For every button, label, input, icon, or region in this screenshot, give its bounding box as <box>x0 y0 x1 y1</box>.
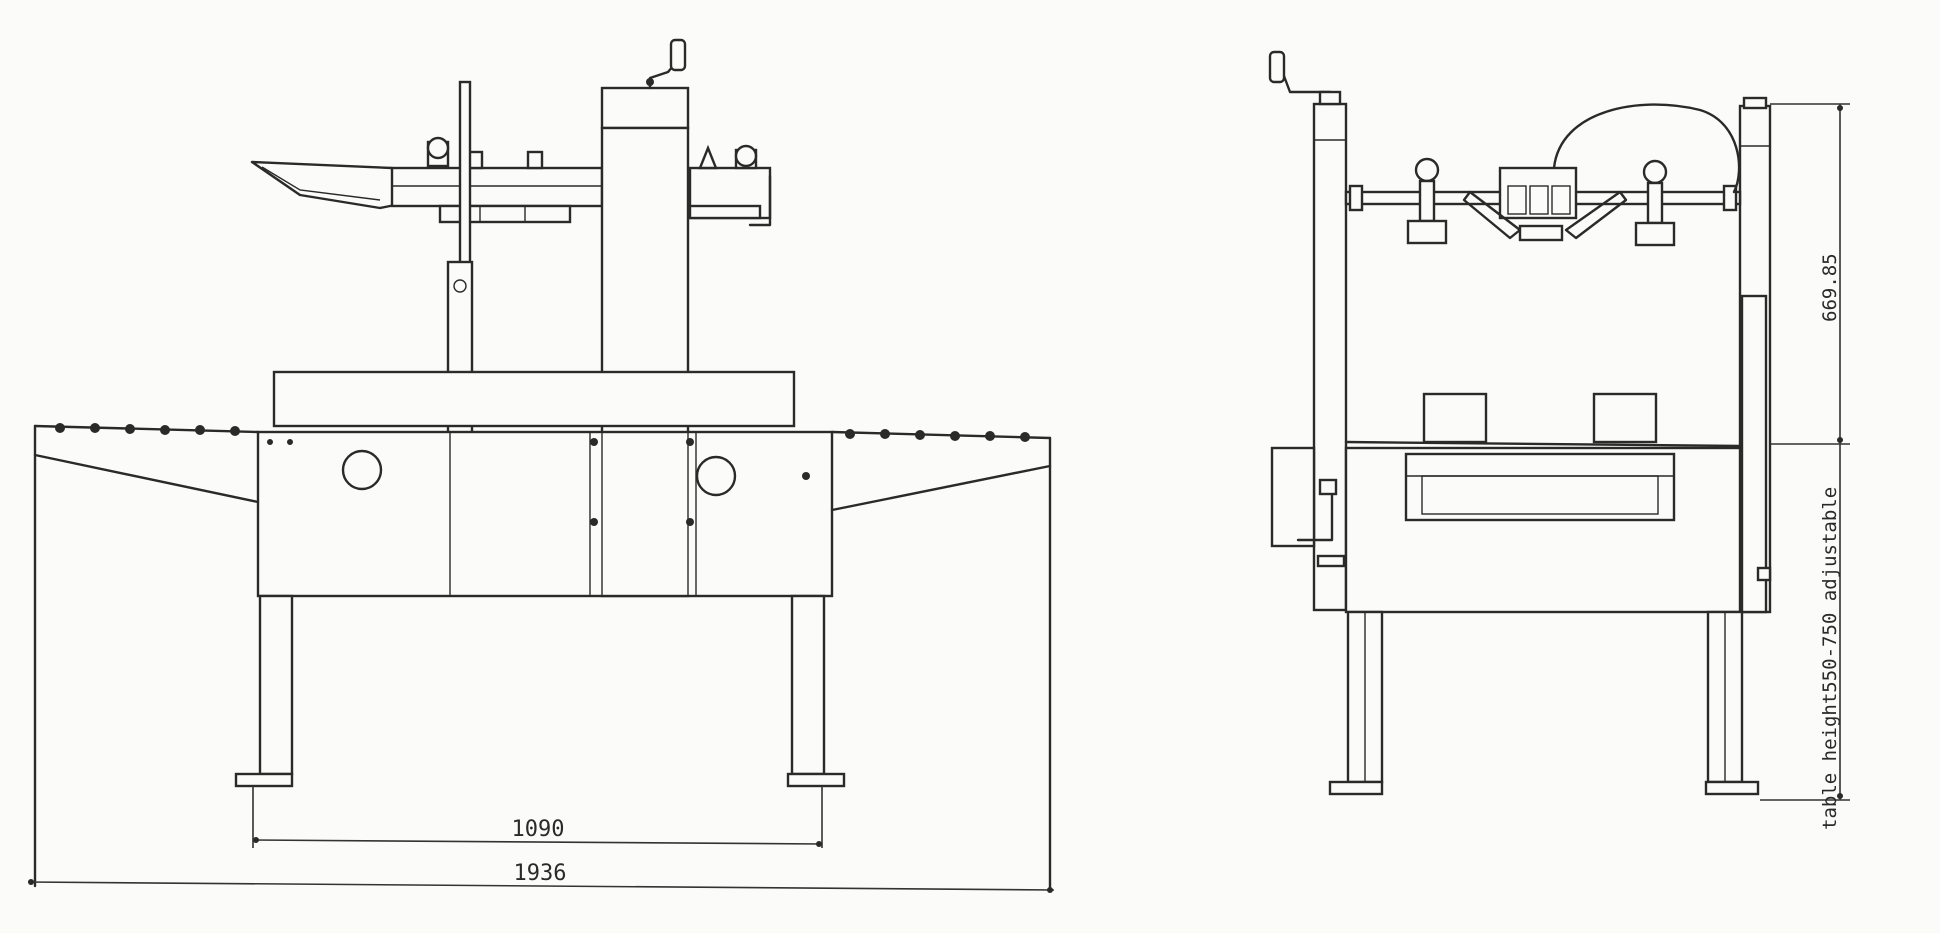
dim-overall-length-label: 1936 <box>514 861 567 886</box>
front-adjust-knob-left <box>426 136 450 168</box>
front-leg-right <box>786 594 846 788</box>
front-crank-handle <box>669 38 687 72</box>
side-dim-table-height: table height550-750 adjustable <box>1760 444 1850 830</box>
side-dim-height: 669.85 <box>1770 103 1850 445</box>
front-roller-conveyor-left <box>33 423 260 888</box>
side-adjust-knob-right <box>1634 159 1676 247</box>
side-leg-left <box>1328 610 1384 796</box>
front-adjust-knob-right <box>734 144 758 170</box>
front-roller-conveyor-right <box>830 429 1052 890</box>
front-body-frame <box>256 430 834 598</box>
side-motor-box <box>1270 446 1316 548</box>
side-right-post <box>1738 96 1772 614</box>
dim-table-height-label: table height550-750 adjustable <box>1819 487 1841 830</box>
front-motor-port-right <box>695 455 737 497</box>
side-body-frame <box>1270 440 1772 614</box>
side-carton-left <box>1422 392 1488 444</box>
front-carton-guide <box>272 370 796 428</box>
front-top-rail <box>250 160 772 227</box>
dim-leg-spacing-label: 1090 <box>512 817 565 842</box>
side-tape-head <box>1462 166 1628 242</box>
front-view: 1090 1936 <box>27 38 1055 893</box>
side-carton-right <box>1592 392 1658 444</box>
side-cable <box>1552 103 1741 194</box>
front-motor-port-left <box>341 449 383 491</box>
side-crank-handle <box>1268 50 1286 84</box>
front-dim-overall-length: 1936 <box>27 861 1055 893</box>
front-guide-pin <box>698 144 718 170</box>
dim-height-label: 669.85 <box>1819 253 1841 322</box>
side-adjust-knob-left <box>1406 157 1448 245</box>
side-view: 669.85 table height550-750 adjustable <box>1268 50 1850 830</box>
front-dim-leg-spacing: 1090 <box>252 786 823 848</box>
side-leg-right <box>1704 610 1760 796</box>
front-small-stud <box>526 150 544 170</box>
front-leg-left <box>234 594 294 788</box>
side-left-post <box>1268 50 1348 612</box>
